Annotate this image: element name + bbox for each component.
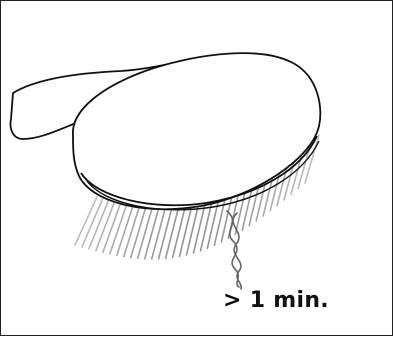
twisted-water-stream (227, 211, 241, 289)
duration-label: > 1 min. (223, 288, 329, 313)
